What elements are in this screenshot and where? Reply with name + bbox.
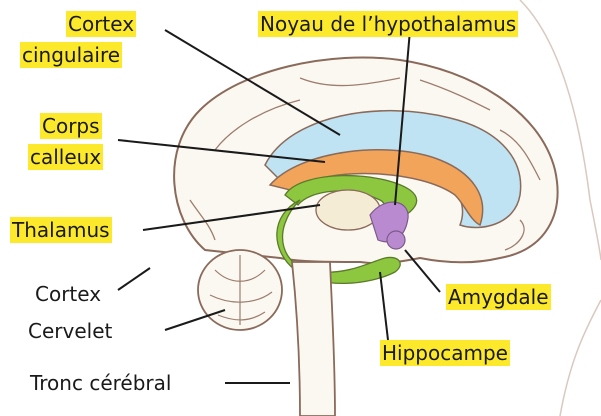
label-thalamus: Thalamus — [10, 217, 112, 243]
label-cortex: Cortex — [35, 281, 101, 307]
label-cervelet: Cervelet — [28, 318, 112, 344]
line-cortex — [118, 268, 150, 290]
label-cortex-cingulaire-line2: cingulaire — [20, 42, 122, 68]
label-corps-calleux-line2: calleux — [28, 144, 103, 170]
label-corps-calleux-line1: Corps — [40, 113, 102, 139]
label-cortex-cingulaire-line1: Cortex — [66, 11, 136, 37]
cerebellum-shape — [198, 250, 282, 330]
thalamus-shape — [316, 190, 380, 230]
label-tronc-cerebral: Tronc cérébral — [30, 370, 171, 396]
face-profile-lower — [560, 300, 601, 416]
label-noyau-hypothalamus: Noyau de l’hypothalamus — [258, 11, 518, 37]
label-amygdale: Amygdale — [446, 284, 551, 310]
label-hippocampe: Hippocampe — [380, 340, 510, 366]
amygdala-shape — [387, 231, 405, 249]
line-hippocampe — [380, 272, 388, 340]
brainstem-shape — [292, 262, 335, 416]
